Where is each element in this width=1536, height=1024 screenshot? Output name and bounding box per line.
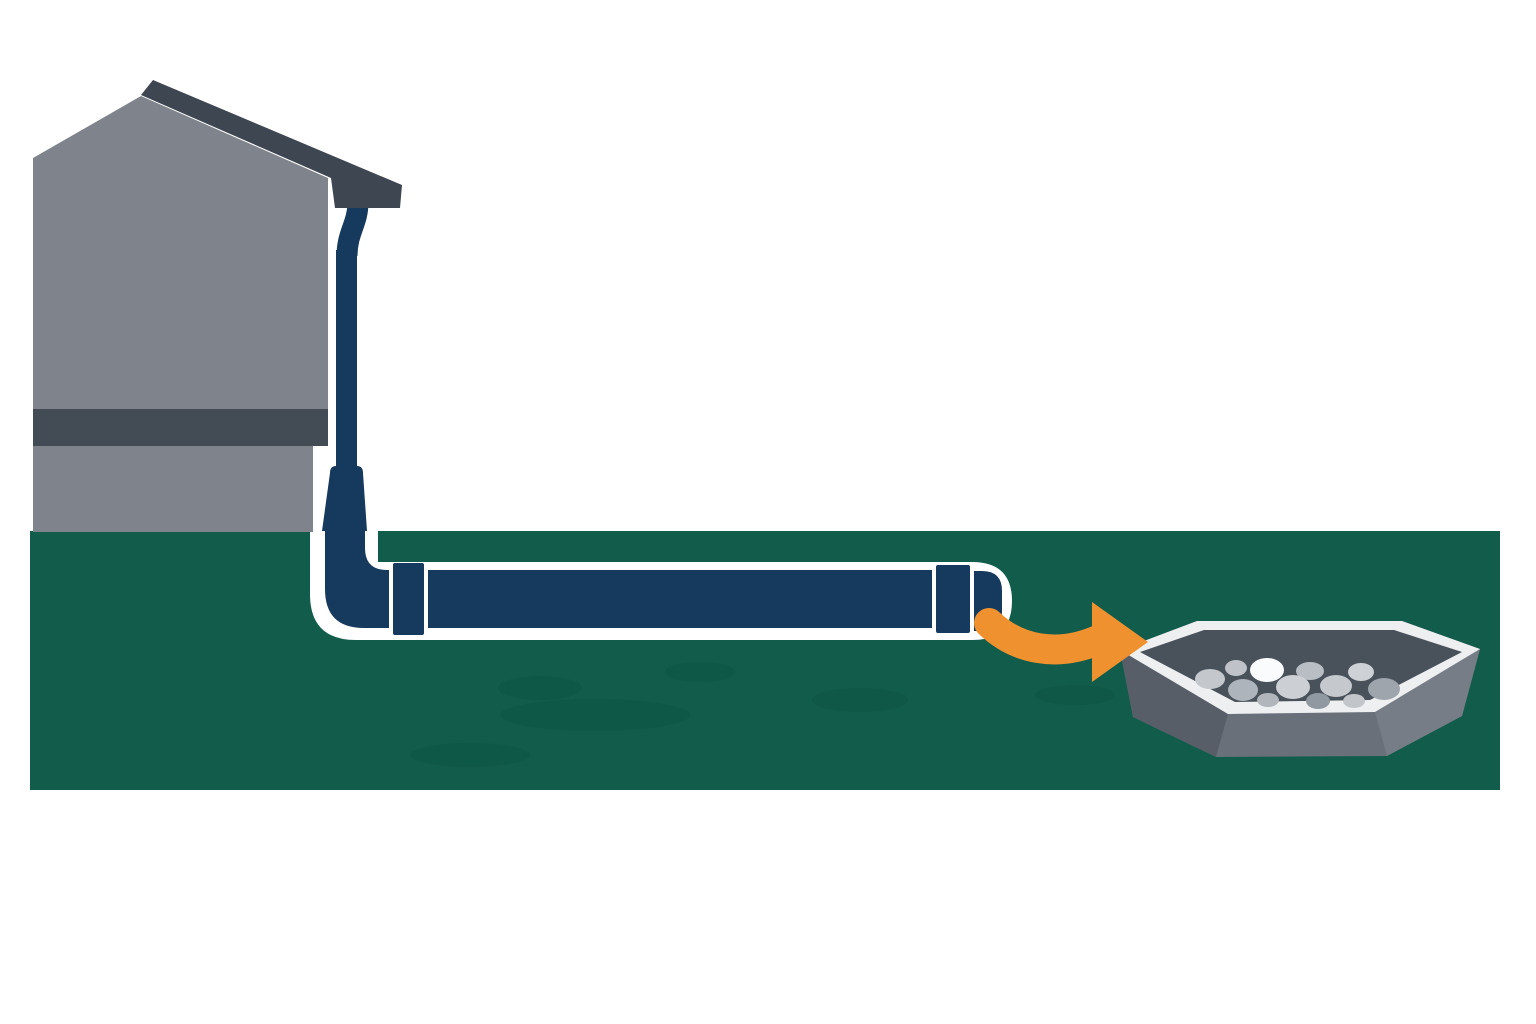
gravel-pebble — [1348, 663, 1374, 681]
gravel-pebble — [1368, 678, 1400, 700]
ground-mark — [812, 688, 908, 712]
coupling-gap-left — [389, 562, 393, 636]
downspout-coupling — [322, 466, 367, 531]
ground-mark — [498, 676, 582, 700]
gravel-pebble — [1306, 693, 1330, 709]
basin-left-face — [1120, 650, 1228, 757]
flow-arrow-tail — [974, 608, 1113, 665]
downspout-straight — [336, 250, 357, 468]
house-gable-wall — [33, 96, 328, 409]
ground-texture-layer — [410, 662, 1115, 767]
basin-right-face — [1375, 649, 1480, 756]
gravel-pebble — [1276, 675, 1310, 699]
gravel-pebble — [1195, 669, 1225, 689]
coupling-gap-right — [424, 562, 428, 636]
underground-drain-pipe — [325, 527, 936, 628]
gravel-pebble — [1296, 662, 1324, 680]
house — [33, 96, 328, 532]
gravel-pebble — [1225, 660, 1247, 676]
drainage-basin — [1120, 621, 1480, 757]
gravel-pebble — [1343, 694, 1365, 708]
house-foundation-wall — [33, 446, 313, 532]
house-roof — [141, 80, 402, 208]
ground-mark — [1035, 685, 1115, 705]
ground-mark — [410, 743, 530, 767]
gravel-layer — [1195, 658, 1400, 709]
outlet-gap-left — [932, 564, 936, 634]
flow-arrow-head — [1092, 602, 1148, 682]
downspout-upper-offset — [336, 201, 369, 257]
gravel-pebble — [1228, 679, 1258, 701]
gravel-pebble — [1320, 675, 1352, 697]
ground-mark — [500, 699, 690, 731]
house-floor-band — [33, 409, 328, 446]
outlet-gap-right — [970, 567, 974, 631]
gravel-pebble — [1257, 693, 1279, 707]
pipe-coupling-outlet — [936, 565, 970, 633]
flow-arrow-icon — [974, 602, 1148, 682]
ground-mark — [665, 662, 735, 682]
pipe-coupling-left — [393, 563, 424, 635]
gravel-pebble — [1250, 658, 1284, 682]
